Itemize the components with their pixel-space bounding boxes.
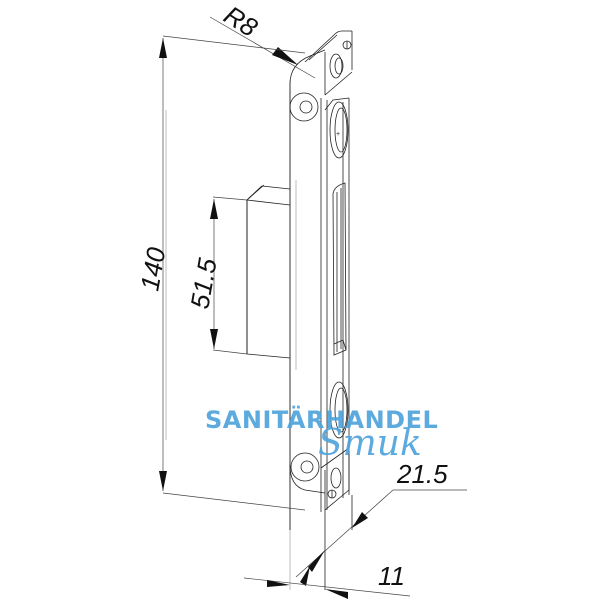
dimension-r8: R8	[209, 0, 316, 79]
dim-label-r8: R8	[219, 0, 264, 43]
watermark: SANITÄRHANDEL Smuk	[205, 405, 438, 464]
dimension-11: 11	[243, 561, 411, 599]
dim-label-11: 11	[378, 561, 405, 591]
svg-text:+: +	[336, 131, 340, 138]
dim-label-51-5: 51.5	[184, 255, 222, 311]
dim-label-21-5: 21.5	[396, 459, 448, 489]
hidden-edges	[165, 80, 297, 590]
plate-body: +	[289, 30, 353, 590]
watermark-script: Smuk	[318, 423, 422, 464]
dimension-51-5: 51.5	[184, 196, 248, 355]
tongue-block	[246, 184, 291, 359]
dimension-21-5: 21.5	[295, 459, 467, 586]
watermark-title: SANITÄRHANDEL	[205, 405, 438, 434]
